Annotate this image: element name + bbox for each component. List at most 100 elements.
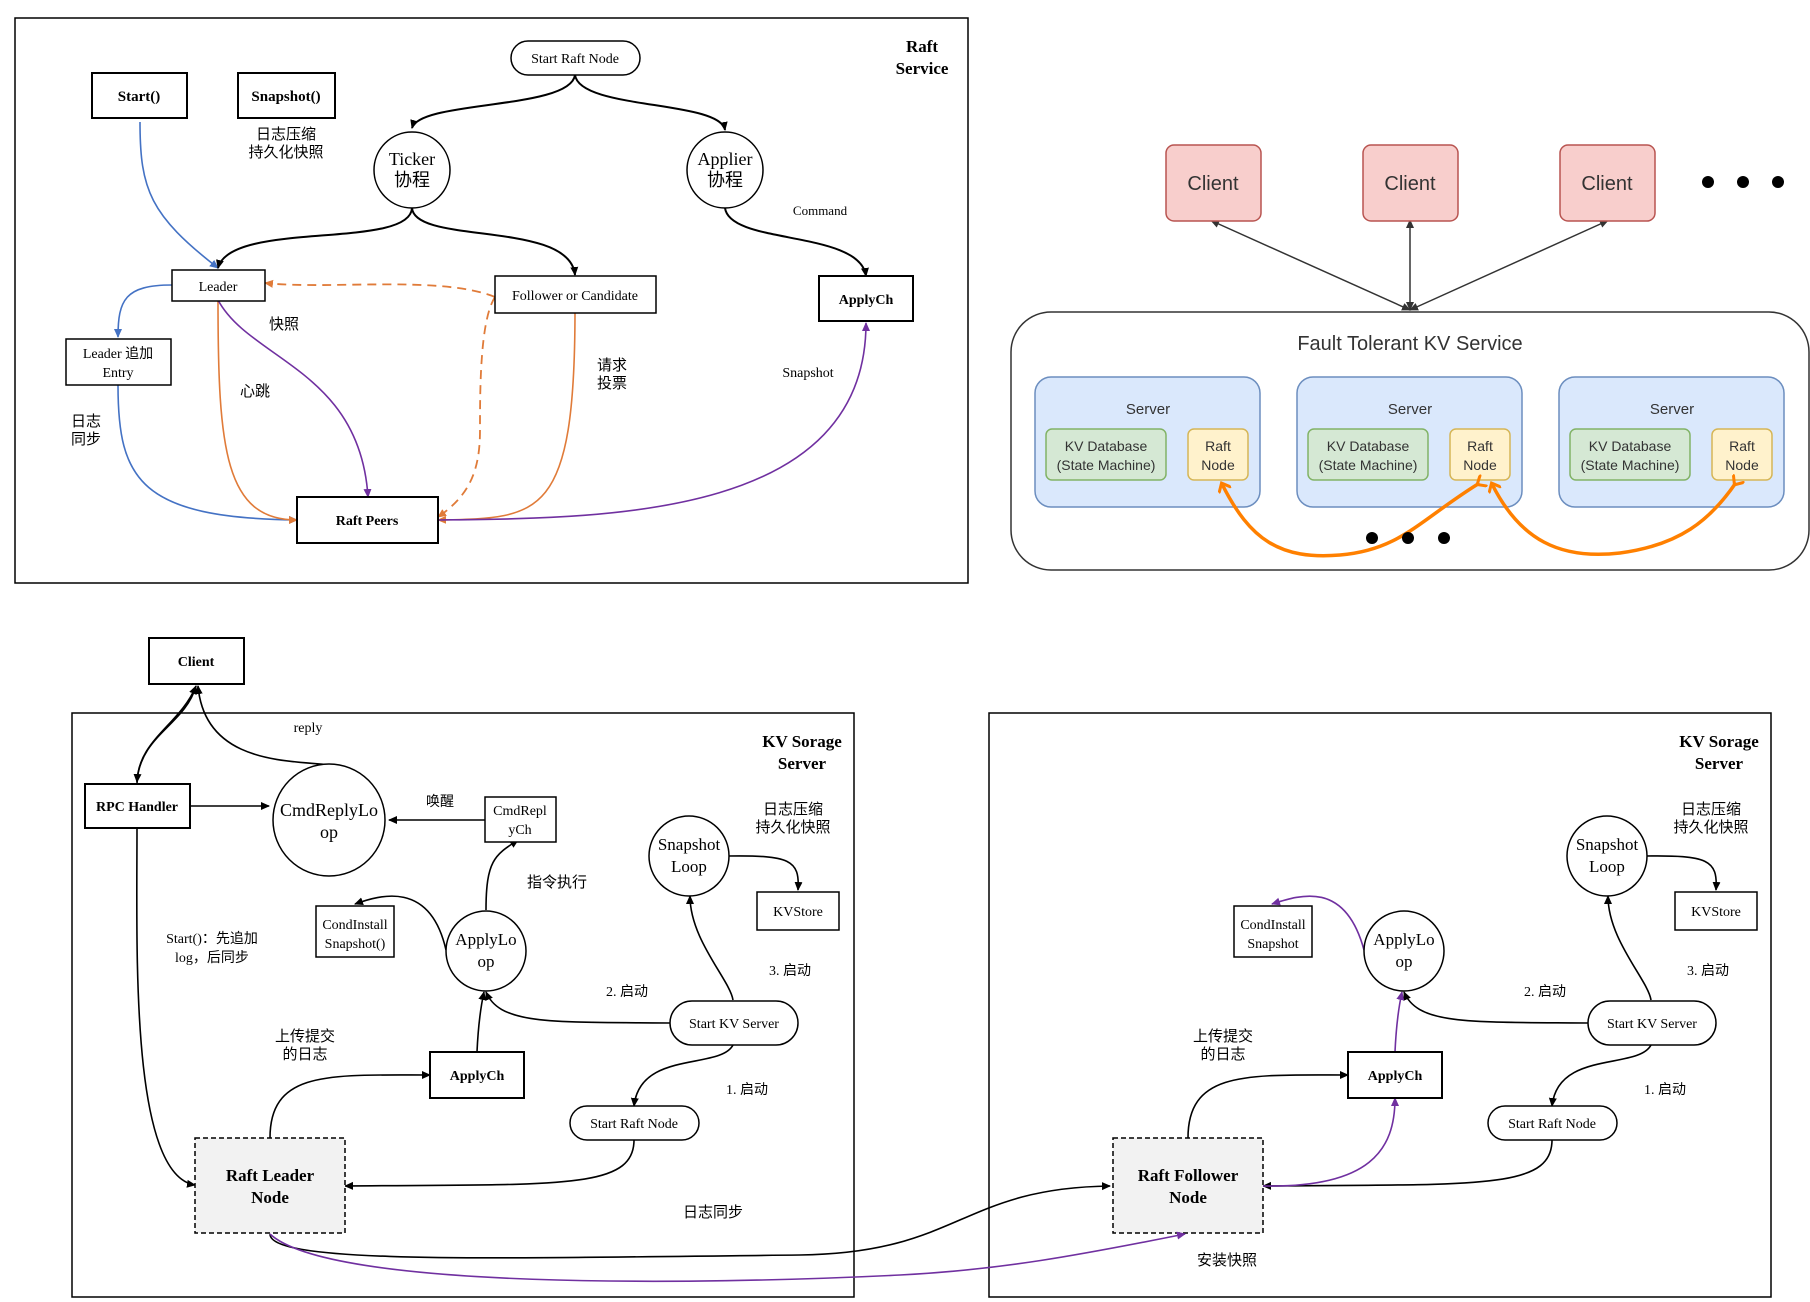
kv-storage-follower-panel: KV Sorage Server 日志压缩 持久化快照 Snapshot Loo…	[988, 712, 1772, 1298]
leader-server-title-line2: Server	[778, 754, 827, 773]
follower-start-kv-server-pill	[1587, 1000, 1717, 1046]
client-label-2: Client	[1384, 173, 1436, 195]
cmdreplyloop-reply-edge	[194, 685, 330, 766]
applier-to-applych-edge	[724, 207, 869, 277]
startkv-to-startraftnode-edge	[630, 1044, 734, 1107]
more-servers-ellipsis	[1366, 532, 1450, 544]
snapshot-note-line1: 日志压缩	[256, 126, 316, 143]
startkv-to-applyloop-edge	[485, 991, 671, 1024]
leader-snapshot-edge	[217, 299, 372, 498]
snapshot-label: Snapshot()	[251, 89, 320, 105]
client1-link	[1210, 220, 1411, 311]
f-startkv-to-applyloop-edge	[1403, 991, 1589, 1024]
kv-database-line2-3: (State Machine)	[1581, 457, 1680, 473]
client-label: Client	[178, 655, 215, 670]
ticker-node	[373, 131, 451, 209]
log-sync-label: 日志同步	[683, 1204, 743, 1221]
f-snapshotloop-to-kvstore-edge	[1644, 855, 1721, 891]
leader-step3-label: 3. 启动	[769, 963, 811, 979]
rpc-handler-box	[84, 783, 191, 829]
kv-database-line1-1: KV Database	[1065, 438, 1148, 454]
rpc-to-raftleader-edge	[135, 827, 196, 1188]
follower-condinstall-line2: Snapshot	[1247, 937, 1298, 952]
kv-service-title: Fault Tolerant KV Service	[1297, 333, 1522, 355]
client-to-rpc-edge	[133, 685, 197, 783]
leader-snapshot-note-line1: 日志压缩	[763, 801, 823, 818]
start-raft-node-to-ticker-edge	[410, 74, 576, 129]
leader-to-append-edge	[114, 284, 173, 338]
client-box-3	[1559, 144, 1656, 222]
follower-snapshotloop-node	[1566, 815, 1648, 897]
f-startraftnode-to-raftfollower-edge	[1262, 1139, 1553, 1190]
follower-step2-label: 2. 启动	[1524, 984, 1566, 1000]
follower-to-leader-dashed-edge	[264, 279, 496, 298]
follower-step3-label: 3. 启动	[1687, 963, 1729, 979]
client-label-3: Client	[1581, 173, 1633, 195]
raft-node-line2-2: Node	[1463, 457, 1497, 473]
kv-database-box-1	[1045, 428, 1167, 481]
follower-condinstall-box	[1233, 905, 1313, 958]
snapshot-box	[237, 72, 336, 119]
leader-condinstall-box	[315, 905, 395, 958]
follower-snapshot-note-line2: 持久化快照	[1673, 819, 1748, 836]
ticker-label-line2: 协程	[394, 170, 430, 190]
raft-leader-node-line1: Raft Leader	[226, 1166, 315, 1185]
follower-kvstore-box	[1674, 891, 1758, 931]
follower-to-peers-dashed-edge	[437, 296, 496, 518]
client-box-2	[1362, 144, 1459, 222]
leader-applyloop-line1: ApplyLo	[455, 930, 516, 949]
cmdreplyloop-line2: op	[320, 822, 338, 842]
applyloop-to-condinstall-edge	[354, 895, 447, 951]
cmdreplych-line1: CmdRepl	[493, 804, 547, 819]
raft-leader-node-line2: Node	[251, 1188, 289, 1207]
rpc-handler-label: RPC Handler	[96, 800, 178, 815]
applych-to-applyloop-edge	[476, 991, 487, 1053]
kv-service-panel: Client Client Client Fault Tolerant KV S…	[1010, 144, 1810, 571]
kv-database-line1-3: KV Database	[1589, 438, 1672, 454]
cmdreplych-box	[484, 796, 557, 843]
raft-follower-node-box	[1112, 1137, 1264, 1234]
startkv-to-snapshotloop-edge	[686, 895, 734, 1001]
cmd-exec-label: 指令执行	[527, 874, 587, 891]
follower-upload-line2: 的日志	[1200, 1046, 1245, 1063]
leader-server-title-line1: KV Sorage	[762, 732, 842, 751]
follower-applych-label: ApplyCh	[1368, 1069, 1423, 1084]
follower-server-title-line1: KV Sorage	[1679, 732, 1759, 751]
raft-follower-node-line1: Raft Follower	[1138, 1166, 1239, 1185]
follower-kvstore-label: KVStore	[1691, 905, 1741, 920]
follower-step1-label: 1. 启动	[1644, 1082, 1686, 1098]
follower-snapshotloop-line1: Snapshot	[1576, 835, 1639, 854]
applyloop-to-cmdreplych-edge	[485, 839, 519, 911]
install-snapshot-label: 安装快照	[1197, 1252, 1257, 1269]
leader-start-raft-node-label: Start Raft Node	[590, 1117, 678, 1132]
leader-applych-label: ApplyCh	[450, 1069, 505, 1084]
leader-start-raft-node-pill	[569, 1105, 700, 1141]
leader-snapshotloop-line1: Snapshot	[658, 835, 721, 854]
raft-link-1-2	[1222, 484, 1478, 558]
applier-label-line2: 协程	[707, 170, 743, 190]
start-note-line2: log，后同步	[175, 950, 249, 966]
follower-server-title-line2: Server	[1695, 754, 1744, 773]
start-to-leader-edge	[139, 121, 219, 269]
follower-start-raft-node-pill	[1487, 1105, 1618, 1141]
follower-applych-box	[1347, 1051, 1443, 1099]
follower-candidate-label: Follower or Candidate	[512, 289, 638, 304]
kv-database-line1-2: KV Database	[1327, 438, 1410, 454]
client-box	[148, 637, 245, 685]
follower-candidate-box	[494, 275, 657, 314]
applych-box	[818, 275, 914, 322]
client-box-1	[1165, 144, 1262, 222]
heartbeat-label: 心跳	[240, 383, 270, 400]
leader-step2-label: 2. 启动	[606, 984, 648, 1000]
wake-up-label: 唤醒	[426, 793, 454, 810]
leader-start-kv-server-pill	[669, 1000, 799, 1046]
leader-append-line1: Leader 追加	[83, 346, 153, 362]
server-label-3: Server	[1650, 401, 1694, 418]
leader-applyloop-node	[445, 910, 527, 992]
leader-step1-label: 1. 启动	[726, 1082, 768, 1098]
raft-follower-node-line2: Node	[1169, 1188, 1207, 1207]
raft-node-line2-3: Node	[1725, 457, 1759, 473]
start-raft-node-pill	[510, 40, 641, 76]
f-raftfollower-to-applych-edge	[1187, 1070, 1349, 1139]
